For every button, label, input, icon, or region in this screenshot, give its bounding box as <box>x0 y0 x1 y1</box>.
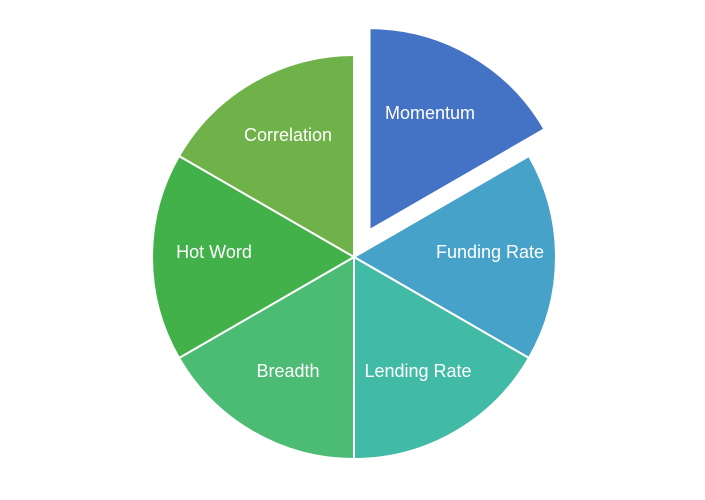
pie-slice-hot-word[interactable] <box>150 155 355 359</box>
pie-slice-correlation[interactable] <box>178 54 355 258</box>
pie-slice-momentum[interactable] <box>368 27 546 232</box>
pie-slices-group <box>150 27 558 460</box>
pie-slice-lending-rate[interactable] <box>353 256 530 460</box>
pie-slice-label-momentum: Momentum <box>385 103 475 123</box>
pie-slice-label-lending-rate: Lending Rate <box>364 361 471 381</box>
pie-slice-label-correlation: Correlation <box>244 125 332 145</box>
pie-slice-label-breadth: Breadth <box>256 361 319 381</box>
pie-slice-label-funding-rate: Funding Rate <box>436 242 544 262</box>
pie-slice-funding-rate[interactable] <box>353 155 558 359</box>
pie-slice-label-hot-word: Hot Word <box>176 242 252 262</box>
pie-slice-breadth[interactable] <box>178 256 355 460</box>
